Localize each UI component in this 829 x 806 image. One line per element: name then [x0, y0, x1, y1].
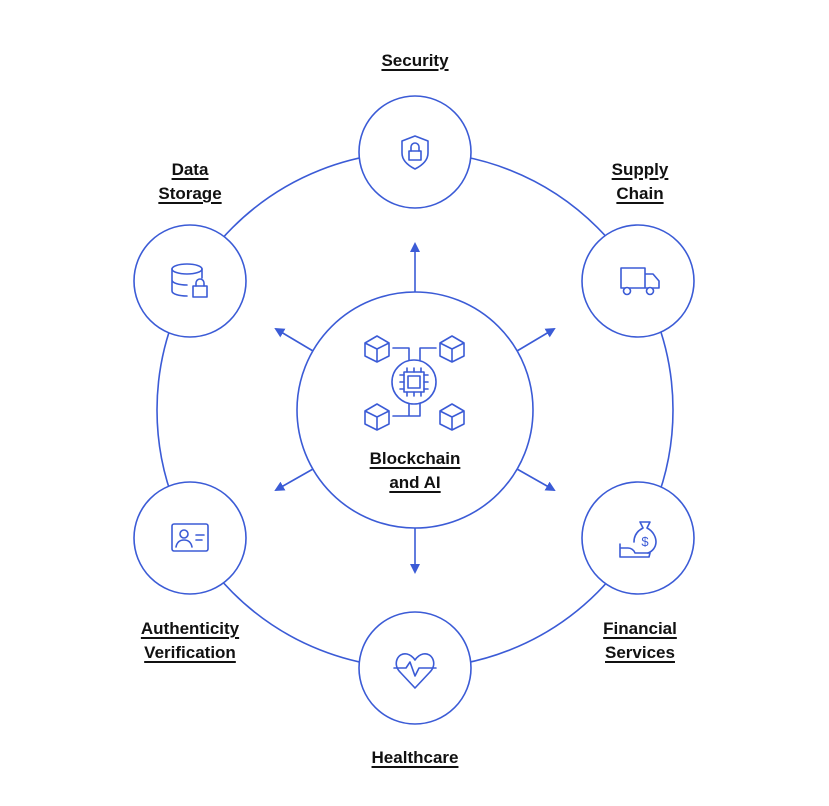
arrow-down-left [274, 468, 314, 491]
arrow-down-right [516, 468, 556, 491]
label-supply-chain: Supply Chain [611, 160, 669, 203]
svg-text:$: $ [641, 534, 649, 549]
center-circle [296, 291, 534, 529]
label-security: Security [381, 51, 449, 70]
heart-pulse-icon [393, 653, 437, 689]
label-authenticity-verification: Authenticity Verification [140, 619, 240, 662]
blockchain-ai-icon [364, 335, 465, 431]
node-financial-services: $ [581, 481, 695, 595]
truck-icon [620, 267, 660, 296]
node-healthcare [358, 611, 472, 725]
arrow-up-right [516, 327, 556, 352]
arrows [274, 242, 556, 574]
money-bag-hand-icon: $ [619, 521, 657, 558]
node-supply-chain [581, 224, 695, 338]
shield-lock-icon [401, 135, 429, 170]
node-data-storage [133, 224, 247, 338]
id-card-icon [171, 523, 209, 552]
label-data-storage: Data Storage [158, 160, 222, 203]
label-healthcare: Healthcare [371, 748, 459, 767]
node-security [358, 95, 472, 209]
node-authenticity-verification [133, 481, 247, 595]
center-label: Blockchain and AI [369, 449, 461, 492]
arrow-up-left [274, 327, 314, 352]
label-financial-services: Financial Services [603, 619, 677, 662]
database-lock-icon [171, 263, 208, 298]
